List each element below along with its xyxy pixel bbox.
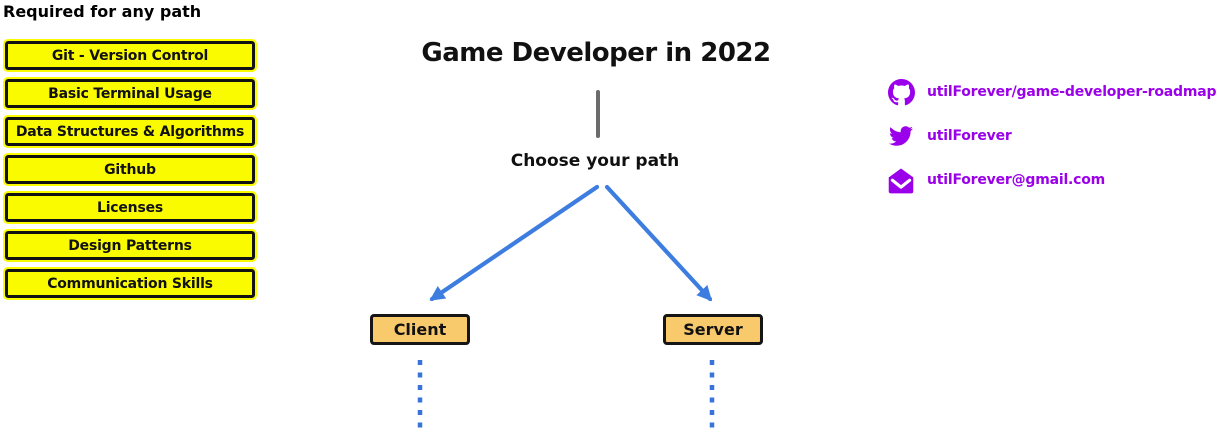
- prereq-box-licenses: Licenses: [3, 191, 257, 224]
- prereq-box-github: Github: [3, 153, 257, 186]
- choose-path-label: Choose your path: [510, 151, 680, 171]
- arrow-to-client: [429, 184, 600, 302]
- stem-line: [596, 90, 600, 138]
- github-link-label: utilForever/game-developer-roadmap: [927, 84, 1217, 100]
- node-client: Client: [370, 314, 470, 345]
- twitter-icon-path: [889, 126, 913, 146]
- prereq-box-dsa: Data Structures & Algorithms: [3, 115, 257, 148]
- github-icon: [886, 78, 916, 106]
- prerequisites-list: Git - Version Control Basic Terminal Usa…: [3, 39, 257, 307]
- prereq-box-design-patterns: Design Patterns: [3, 229, 257, 262]
- envelope-icon: [886, 167, 916, 194]
- prereq-box-communication: Communication Skills: [3, 267, 257, 300]
- node-server: Server: [663, 314, 763, 345]
- left-panel-heading: Required for any path: [3, 2, 202, 21]
- contact-links: utilForever/game-developer-roadmap utilF…: [886, 78, 1217, 210]
- twitter-link-label: utilForever: [927, 128, 1012, 144]
- github-link[interactable]: utilForever/game-developer-roadmap: [886, 78, 1217, 106]
- email-link-label: utilForever@gmail.com: [927, 172, 1106, 188]
- envelope-flap-line: [890, 178, 912, 189]
- twitter-icon: [886, 124, 916, 148]
- prereq-box-git: Git - Version Control: [3, 39, 257, 72]
- github-icon-path: [887, 78, 915, 105]
- twitter-link[interactable]: utilForever: [886, 122, 1216, 150]
- email-link[interactable]: utilForever@gmail.com: [886, 166, 1216, 194]
- page-title: Game Developer in 2022: [421, 38, 771, 68]
- arrow-to-server: [604, 184, 713, 302]
- prereq-box-terminal: Basic Terminal Usage: [3, 77, 257, 110]
- envelope-icon-path: [888, 167, 914, 193]
